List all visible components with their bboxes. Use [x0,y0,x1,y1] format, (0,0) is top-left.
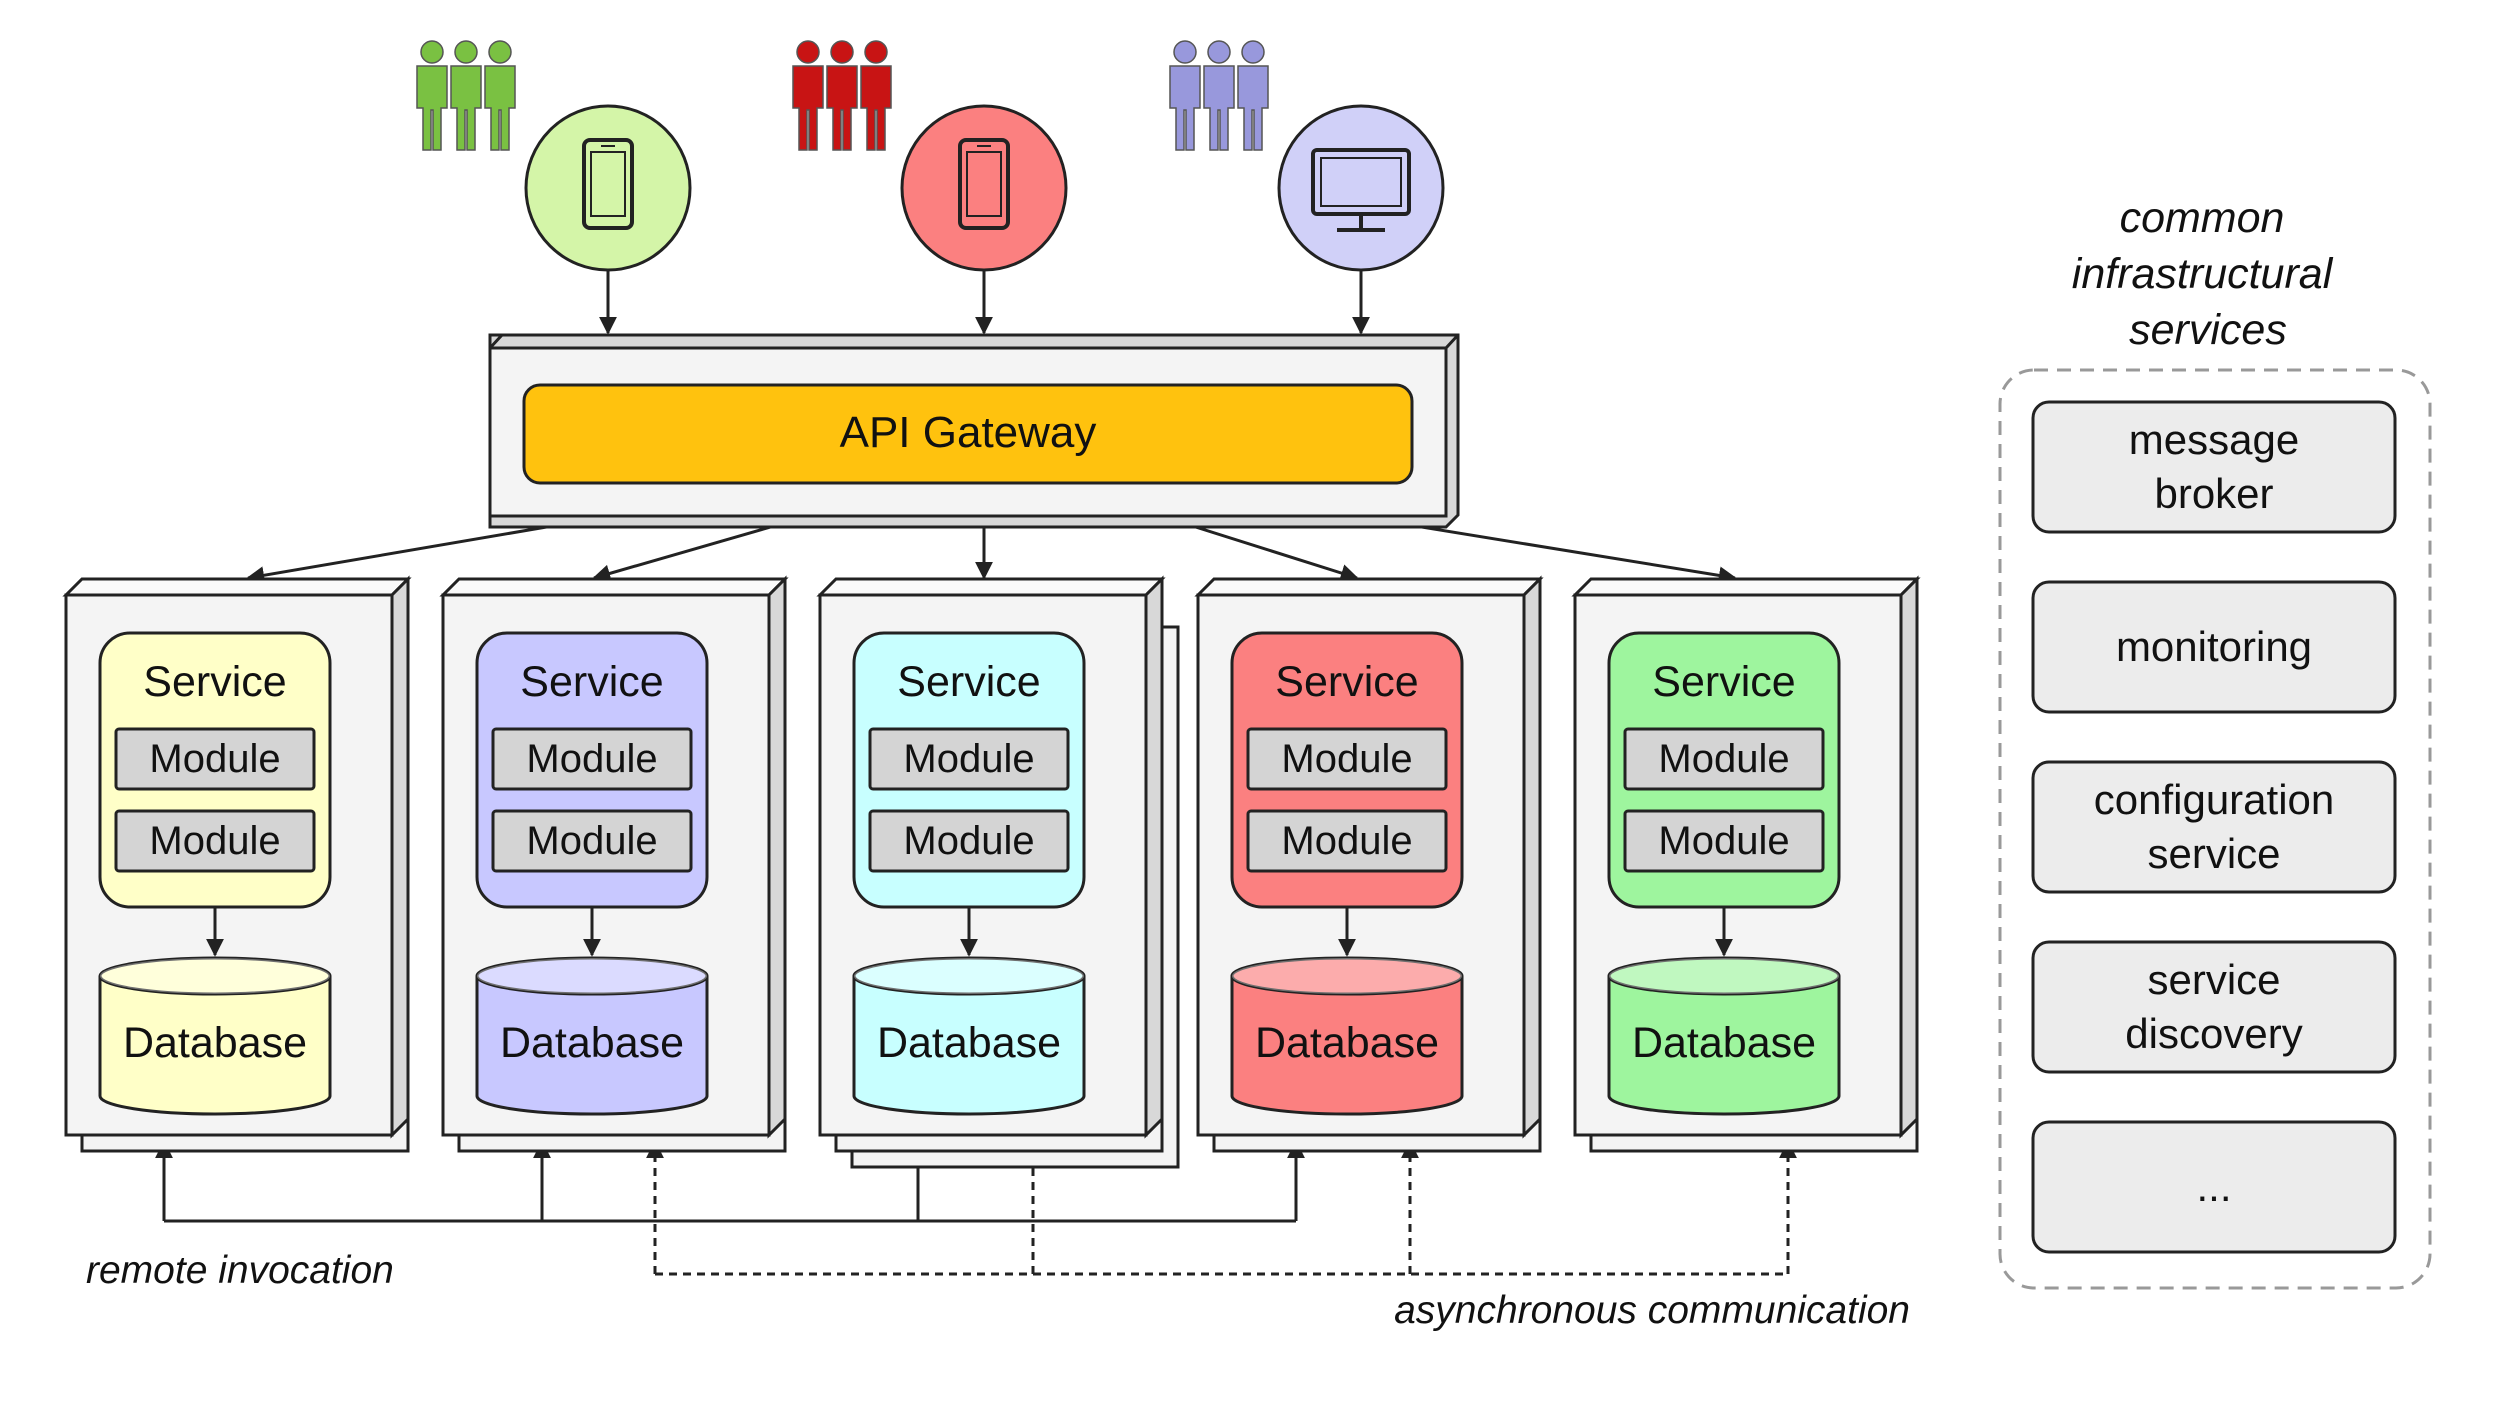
infrastructure-item-label: service [2147,956,2280,1003]
module-label: Module [903,819,1034,863]
module-box [114,809,316,873]
database-cylinder [1230,956,1464,1116]
api-gateway [522,383,1414,485]
module-label: Module [149,819,280,863]
infrastructure-item-label: configuration [2094,776,2335,823]
module-box [1623,809,1825,873]
purple-users-icon [1169,40,1269,151]
infrastructure-item-label: ... [2196,1163,2231,1210]
module-box [1246,809,1448,873]
infrastructure-panel: common infrastructural services message b… [1998,194,2432,1290]
client-device-circle [524,104,692,272]
infrastructure-item-4: service discovery [2031,940,2397,1074]
module-box [868,809,1070,873]
infrastructure-title-line: common [2120,194,2285,242]
infrastructure-item-1: message broker [2031,400,2397,534]
service-title: Service [143,658,286,706]
module-box [868,727,1070,791]
infrastructure-item-label: broker [2154,470,2273,517]
module-box [1246,727,1448,791]
service-title: Service [1652,658,1795,706]
infrastructure-title: common infrastructural services [2072,194,2344,354]
client-1 [416,40,692,335]
smartphone-icon [958,138,1010,230]
module-label: Module [526,819,657,863]
red-users-icon [792,40,892,151]
infrastructure-item-box [2031,400,2397,534]
database-cylinder [1607,956,1841,1116]
infrastructure-item-5: ... [2031,1120,2397,1254]
infrastructure-item-label: monitoring [2116,623,2312,670]
module-box [491,727,693,791]
infrastructure-item-label: service [2147,830,2280,877]
client-3 [1169,40,1445,335]
infrastructure-title-line: services [2129,306,2287,354]
service-title: Service [1275,658,1418,706]
module-label: Module [1658,819,1789,863]
infrastructure-item-label: discovery [2125,1010,2302,1057]
module-label: Module [149,737,280,781]
remote-invocation-label: remote invocation [86,1249,394,1292]
infrastructure-item-box [2031,580,2397,714]
database-label: Database [123,1019,307,1067]
module-box [1623,727,1825,791]
database-label: Database [1632,1019,1816,1067]
api-gateway-label: API Gateway [840,408,1097,457]
module-box [491,809,693,873]
database-label: Database [1255,1019,1439,1067]
database-label: Database [877,1019,1061,1067]
infrastructure-item-box [2031,760,2397,894]
module-label: Module [903,737,1034,781]
infrastructure-item-label: message [2129,416,2299,463]
module-label: Module [1658,737,1789,781]
infrastructure-title-line: infrastructural [2072,250,2334,298]
module-label: Module [1281,819,1412,863]
database-label: Database [500,1019,684,1067]
database-cylinder [475,956,709,1116]
asynchronous-communication-label: asynchronous communication [1394,1289,1910,1332]
database-cylinder [852,956,1086,1116]
client-device-circle [1277,104,1445,272]
infrastructure-dashed-border [1998,368,2432,1290]
green-users-icon [416,40,516,151]
infrastructure-item-2: monitoring [2031,580,2397,714]
module-box [114,727,316,791]
module-label: Module [526,737,657,781]
infrastructure-item-box [2031,940,2397,1074]
module-label: Module [1281,737,1412,781]
smartphone-icon [582,138,634,230]
service-title: Service [897,658,1040,706]
client-group [416,40,1445,335]
service-columns: ServiceModuleModuleDatabaseServiceModule… [62,575,1921,1169]
desktop-monitor-icon [1311,148,1411,232]
client-2 [792,40,1068,335]
client-device-circle [900,104,1068,272]
infrastructure-item-box [2031,1120,2397,1254]
database-cylinder [98,956,332,1116]
api-gateway-frame: API Gateway [488,333,1460,529]
infrastructure-item-3: configuration service [2031,760,2397,894]
service-title: Service [520,658,663,706]
